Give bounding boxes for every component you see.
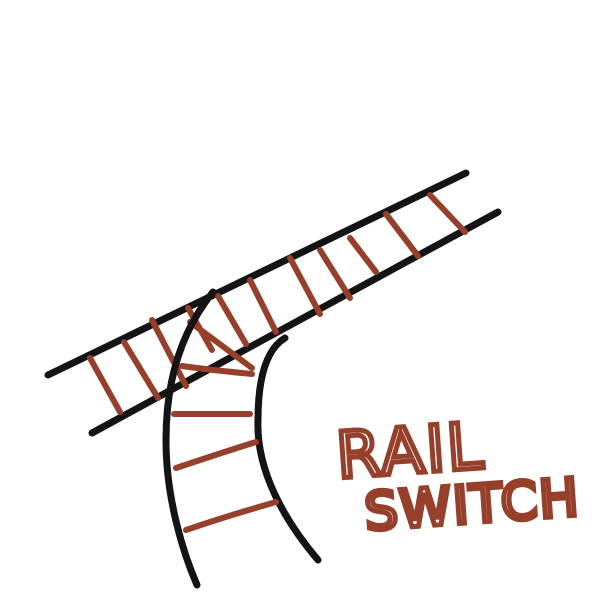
tie: [121, 339, 161, 401]
tie: [427, 192, 468, 235]
branch-ties: [171, 363, 279, 533]
tie: [87, 355, 123, 415]
main-ties: [87, 192, 468, 415]
tie: [215, 293, 249, 347]
tie: [347, 235, 379, 275]
tie: [179, 363, 255, 377]
main-rail-upper: [44, 169, 470, 379]
diagonal-tie: [187, 319, 255, 371]
branch-rail-left: [162, 288, 217, 589]
branch-rail-right: [254, 334, 322, 564]
tie: [317, 247, 353, 301]
tie: [183, 499, 279, 533]
tie: [149, 317, 189, 389]
main-track: [44, 169, 502, 437]
tie: [383, 211, 421, 259]
tie: [287, 255, 323, 317]
tie: [247, 277, 279, 335]
label: RAIL SWITCH: [331, 407, 584, 545]
tie: [173, 439, 259, 471]
branch-track: [162, 288, 322, 589]
label-rail: RAIL: [334, 410, 487, 494]
